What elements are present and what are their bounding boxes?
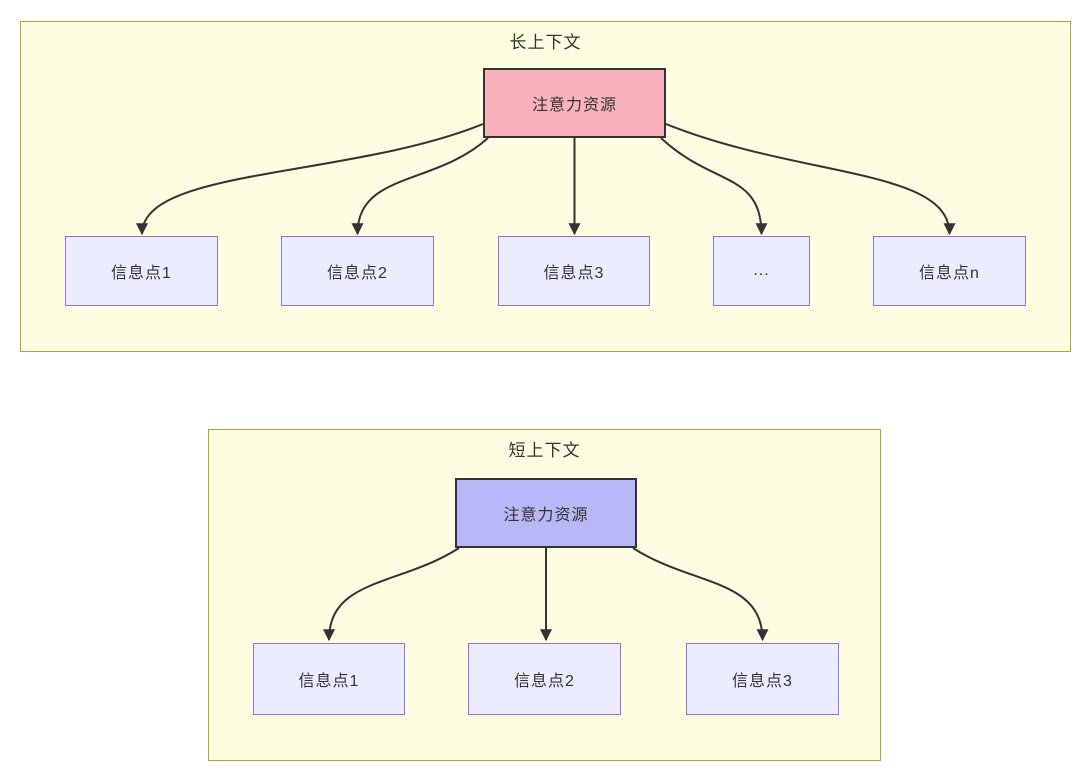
long-attention-node: 注意力资源 xyxy=(483,68,666,138)
short-info-node-3: 信息点3 xyxy=(686,643,839,715)
long-info-node-1: 信息点1 xyxy=(65,236,218,306)
short-attention-node: 注意力资源 xyxy=(455,478,637,548)
long-info-node-n: 信息点n xyxy=(873,236,1026,306)
short-context-title: 短上下文 xyxy=(508,441,581,460)
long-info-node-3: 信息点3 xyxy=(498,236,650,306)
long-info-node-2: 信息点2 xyxy=(281,236,434,306)
long-context-title: 长上下文 xyxy=(509,33,582,52)
long-info-node-ellipsis: ... xyxy=(713,236,810,306)
short-info-node-2: 信息点2 xyxy=(468,643,621,715)
short-info-node-1: 信息点1 xyxy=(253,643,405,715)
